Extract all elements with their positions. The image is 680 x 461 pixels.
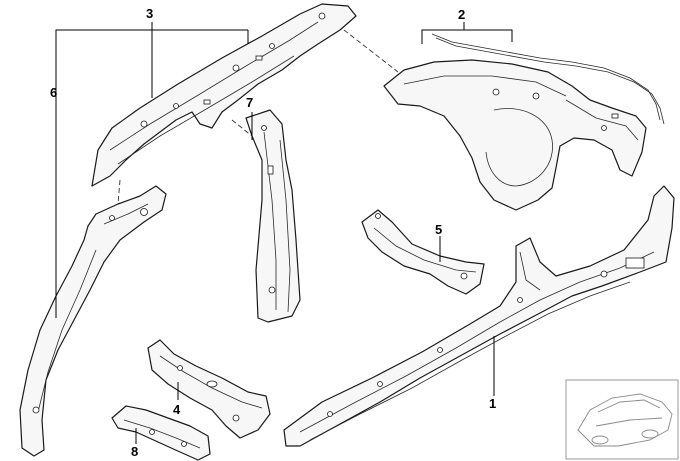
part-1-side-sill[interactable] [283, 185, 675, 447]
part-8-bracket[interactable] [111, 405, 211, 461]
part-5-cross-member[interactable] [361, 209, 485, 295]
callout-1: 1 [489, 396, 496, 411]
vehicle-thumbnail [565, 379, 679, 460]
callout-8: 8 [131, 444, 138, 459]
part-7-b-pillar[interactable] [245, 109, 301, 323]
callout-7: 7 [246, 95, 253, 110]
part-4-seat-cross-member[interactable] [147, 339, 271, 439]
part-2-wheelhouse[interactable] [383, 33, 665, 211]
leader-lines [55, 22, 513, 444]
callout-5: 5 [435, 222, 442, 237]
connection-lines [117, 29, 399, 205]
callout-6: 6 [50, 85, 57, 100]
part-3-roof-rail[interactable] [91, 3, 357, 187]
callout-3: 3 [146, 6, 153, 21]
callout-4: 4 [173, 402, 181, 417]
callout-labels: 3 6 7 2 5 1 4 8 [50, 6, 496, 459]
callout-2: 2 [458, 7, 465, 22]
